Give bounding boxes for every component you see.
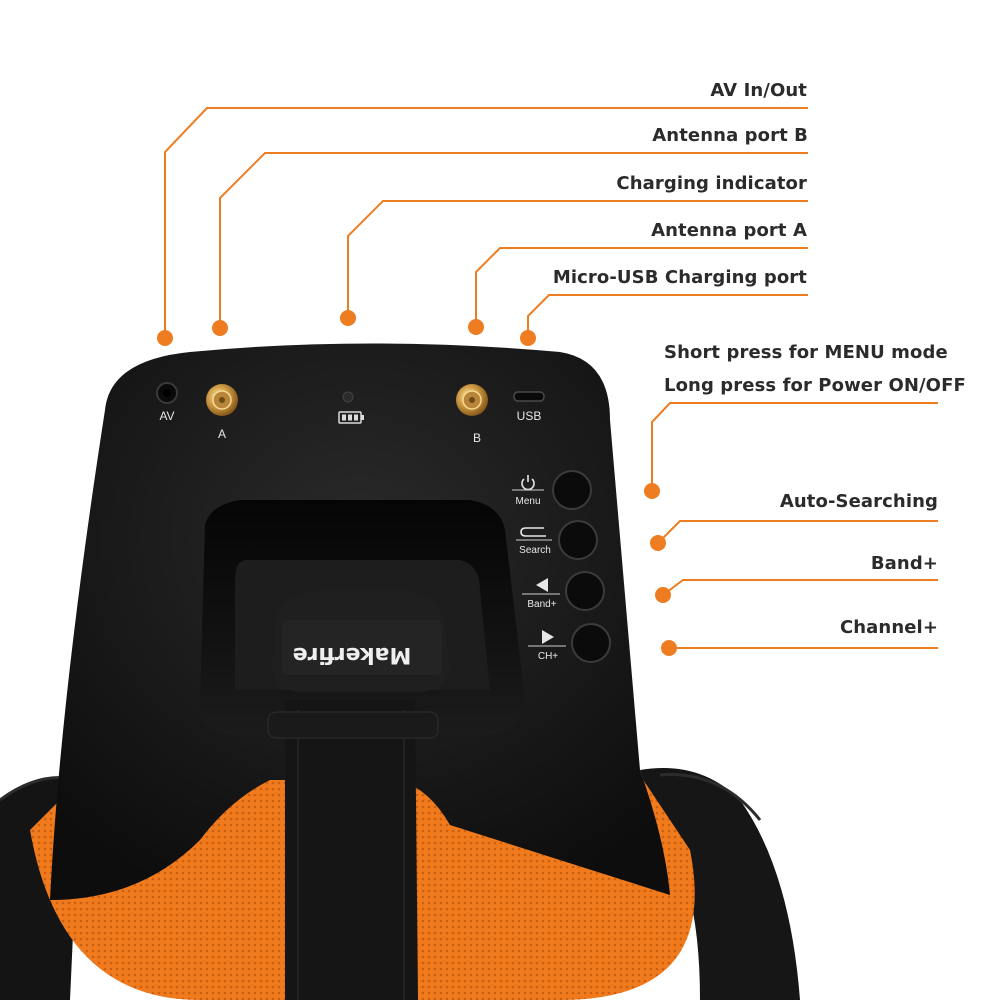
callout-dots (157, 310, 677, 656)
antenna-port-a (206, 384, 238, 416)
leader-antenna-a (475, 247, 808, 327)
menu-button-label: Menu (515, 496, 540, 507)
antenna-b-label: B (473, 431, 481, 445)
return-icon (516, 527, 552, 541)
leader-charging (347, 200, 808, 318)
dot-channel (661, 640, 677, 656)
usb-port (513, 391, 545, 402)
av-port-label: AV (159, 409, 174, 423)
dot-usb (520, 330, 536, 346)
antenna-a-label: A (218, 427, 226, 441)
callout-antenna-a: Antenna port A (651, 220, 807, 241)
dot-charging (340, 310, 356, 326)
search-button[interactable] (558, 520, 598, 560)
antenna-port-b (456, 384, 488, 416)
callout-channel: Channel+ (839, 617, 938, 638)
band-button-label: Band+ (527, 599, 556, 610)
triangle-left-icon (522, 578, 560, 595)
leader-usb (527, 294, 808, 338)
dot-antenna-a (468, 319, 484, 335)
usb-port-label: USB (517, 409, 542, 423)
dot-av (157, 330, 173, 346)
side-strap-right (640, 768, 800, 1000)
callout-menu-line1: Short press for MENU mode (664, 342, 948, 363)
head-strap (267, 700, 439, 1000)
leader-band (662, 579, 938, 596)
leader-av (164, 107, 808, 338)
callout-av: AV In/Out (710, 80, 807, 101)
charging-indicator-led (338, 391, 364, 424)
triangle-right-icon (528, 630, 566, 647)
leader-search (657, 520, 938, 544)
dot-band (655, 587, 671, 603)
callout-antenna-b: Antenna port B (652, 125, 808, 146)
band-button[interactable] (565, 571, 605, 611)
power-icon (512, 475, 544, 491)
av-jack (156, 382, 178, 404)
callout-menu-line2: Long press for Power ON/OFF (664, 375, 966, 396)
leader-lines (164, 107, 938, 649)
brand-logo: Makerfire (293, 642, 412, 667)
dot-antenna-b (212, 320, 228, 336)
callout-charging-indicator: Charging indicator (616, 173, 807, 194)
leader-menu (651, 402, 938, 491)
callout-band: Band+ (870, 553, 938, 574)
channel-button[interactable] (571, 623, 611, 663)
callout-auto-search: Auto-Searching (779, 491, 938, 512)
menu-button[interactable] (552, 470, 592, 510)
dot-menu (644, 483, 660, 499)
dot-search (650, 535, 666, 551)
callout-usb: Micro-USB Charging port (552, 267, 807, 288)
leader-antenna-b (219, 152, 808, 328)
search-button-label: Search (519, 545, 551, 556)
channel-button-label: CH+ (538, 651, 558, 662)
